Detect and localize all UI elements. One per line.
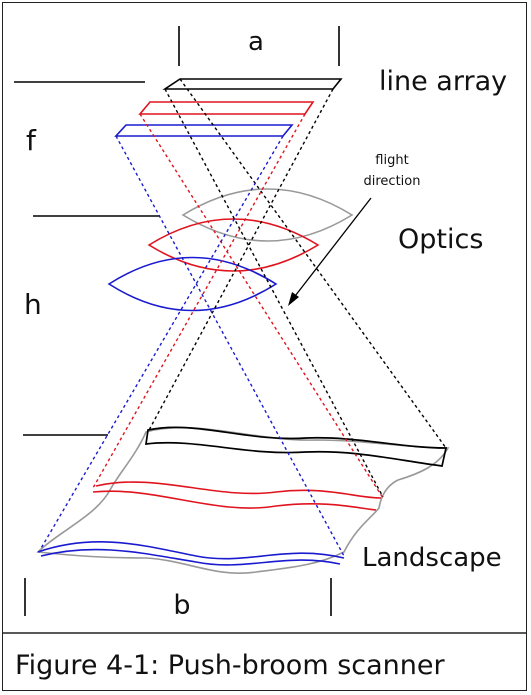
ray-blue-right [39, 135, 284, 551]
scan-strip-blue [37, 541, 345, 566]
flight-direction-arrow [291, 197, 372, 301]
lens-red [147, 218, 320, 272]
label-line-array: line array [379, 66, 507, 97]
label-b: b [173, 590, 190, 621]
landscape-outline [36, 426, 450, 574]
scan-strip-red [92, 481, 382, 511]
lens-gray [181, 188, 354, 242]
label-f: f [26, 124, 37, 157]
figure-caption: Figure 4-1: Push-broom scanner [15, 650, 446, 681]
label-landscape: Landscape [362, 543, 502, 573]
label-direction: direction [364, 174, 421, 189]
line-array-red [138, 101, 315, 115]
ray-red-right [92, 113, 306, 489]
line-array-blue [114, 124, 294, 137]
label-optics: Optics [398, 224, 483, 255]
ray-black-outer [179, 78, 447, 449]
flight-direction-arrowhead [288, 292, 299, 306]
label-flight: flight [375, 153, 408, 168]
line-array-black [162, 78, 343, 90]
label-h: h [24, 288, 42, 321]
label-a: a [248, 27, 264, 57]
ray-red-left [139, 113, 384, 499]
ray-black-right [147, 88, 334, 433]
ray-blue-left [115, 135, 345, 557]
lens-blue [107, 256, 278, 312]
ray-black-left [164, 88, 384, 498]
scan-strip-black [145, 426, 448, 467]
